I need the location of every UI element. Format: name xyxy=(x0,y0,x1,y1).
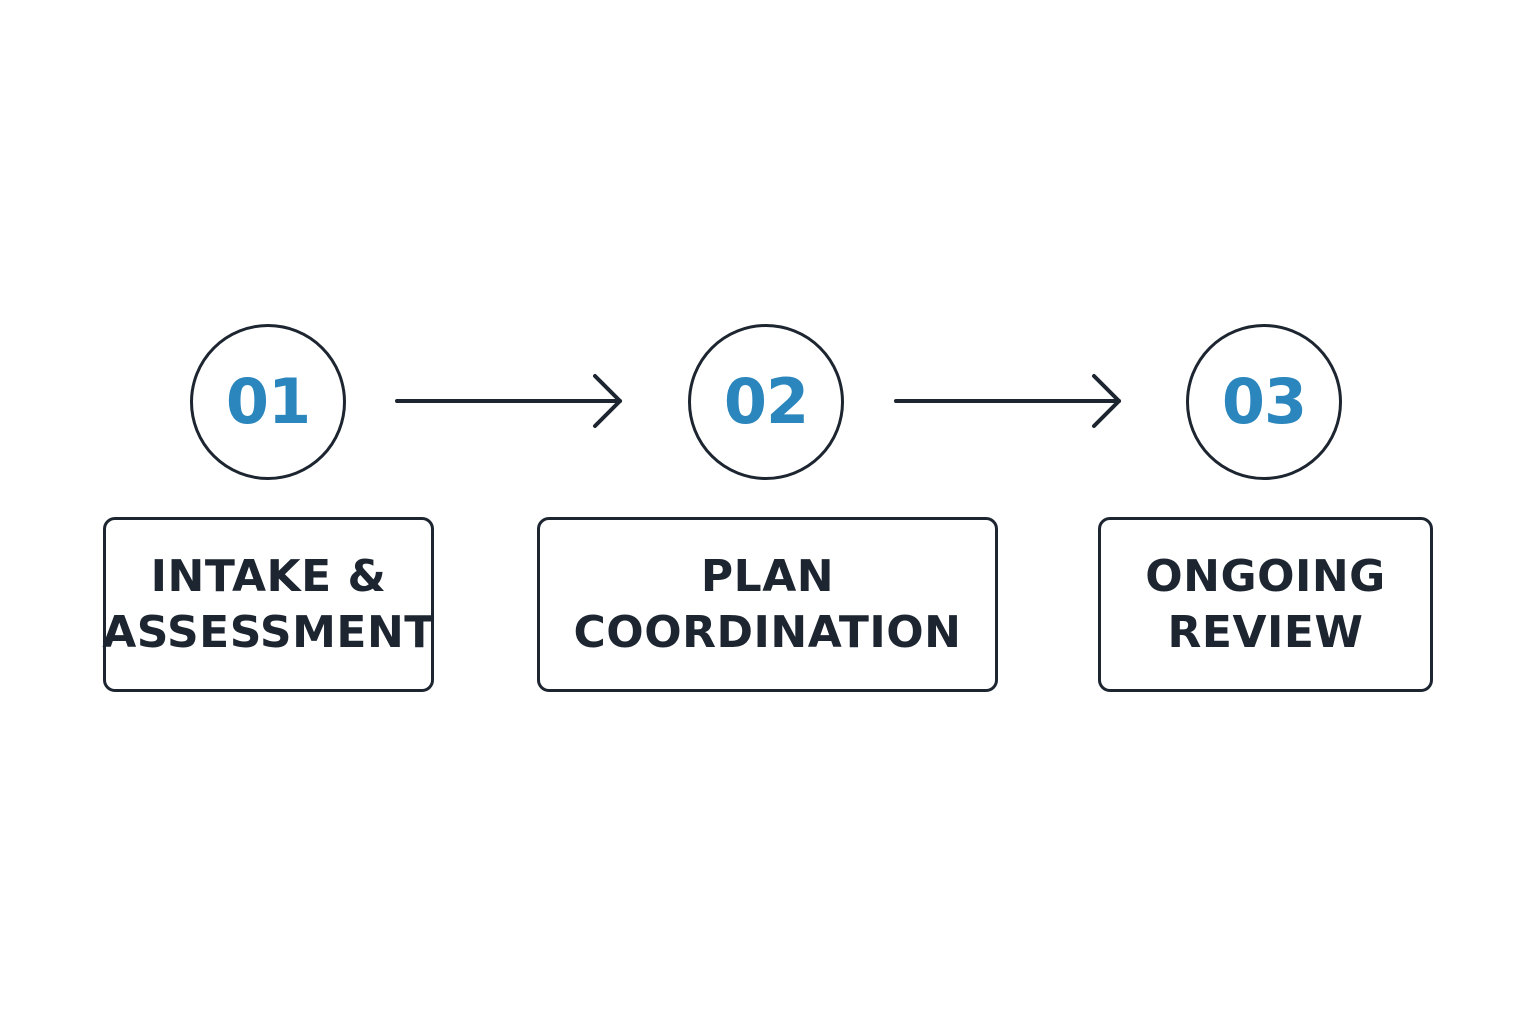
step-2-box: PLAN COORDINATION xyxy=(537,517,998,692)
step-2-label: PLAN COORDINATION xyxy=(573,550,962,658)
step-1-number: 01 xyxy=(225,365,311,438)
step-1-box: INTAKE & ASSESSMENT xyxy=(102,517,435,692)
step-2-circle: 02 xyxy=(688,324,844,480)
step-1-circle: 01 xyxy=(190,324,346,480)
arrow-right-icon xyxy=(395,374,622,428)
step-2-number: 02 xyxy=(723,365,809,438)
step-3-number: 03 xyxy=(1221,365,1307,438)
arrow-right-icon xyxy=(894,374,1121,428)
step-3-label: ONGOING REVIEW xyxy=(1145,550,1386,658)
step-1-label: INTAKE & ASSESSMENT xyxy=(102,550,435,658)
step-3-box: ONGOING REVIEW xyxy=(1098,517,1433,692)
step-3-circle: 03 xyxy=(1186,324,1342,480)
